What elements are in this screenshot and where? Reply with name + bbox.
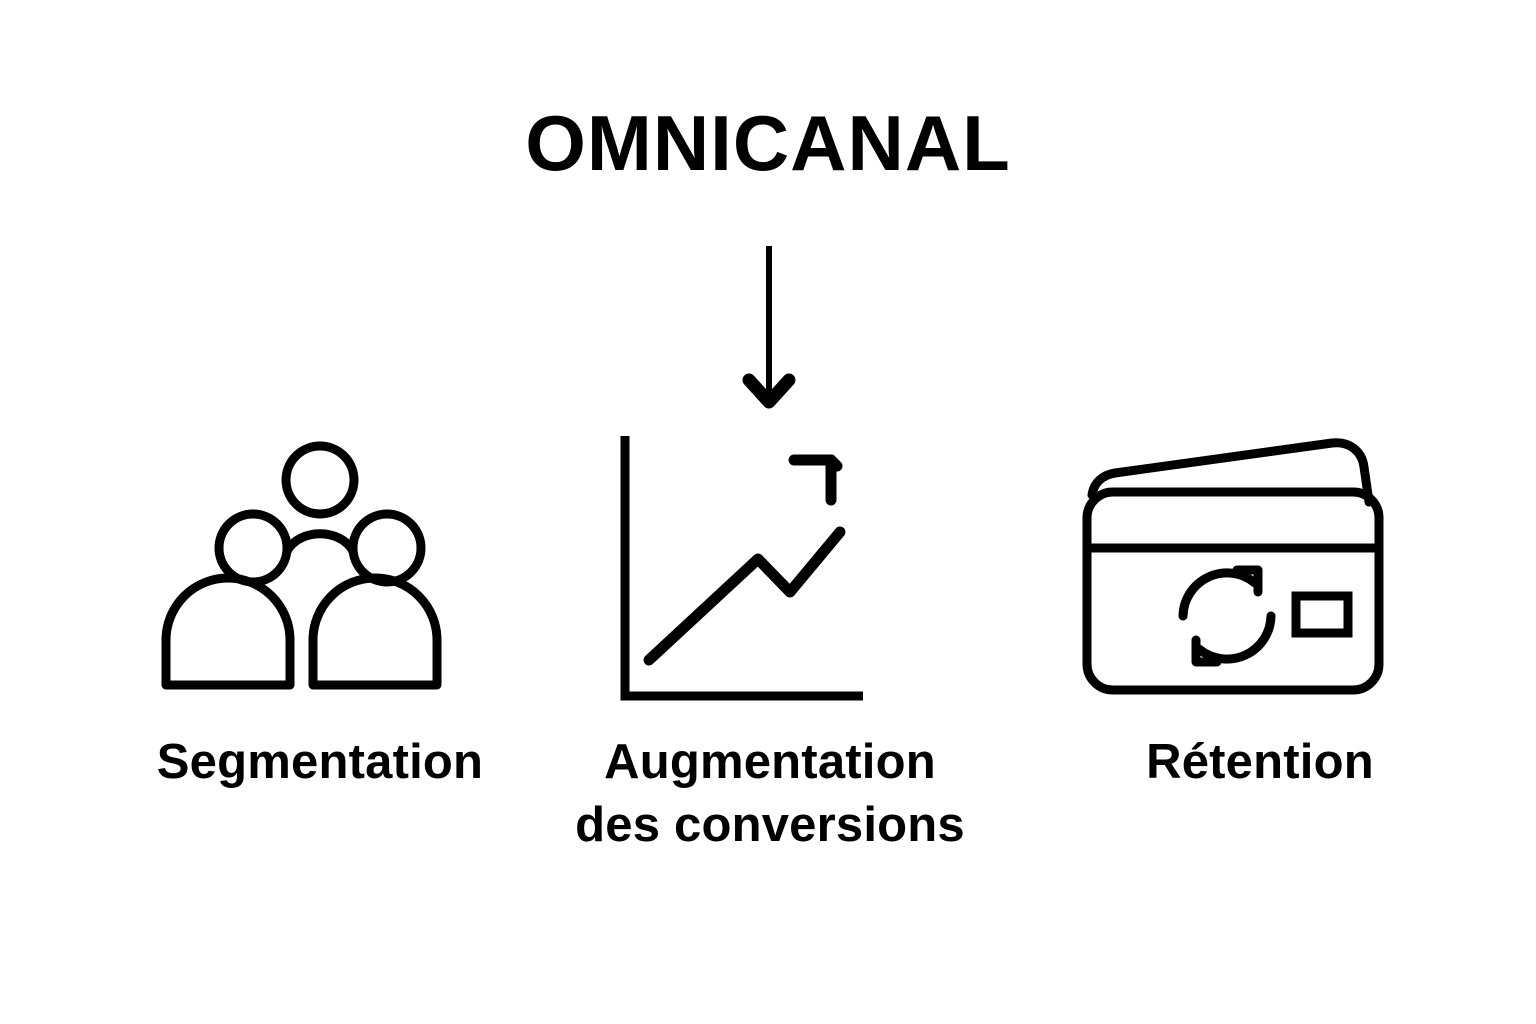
conversions-icon-area — [510, 420, 1030, 710]
feature-segmentation: Segmentation — [60, 420, 580, 794]
arrow-down-icon — [730, 240, 820, 415]
conversions-label-line-2: des conversions — [575, 797, 965, 852]
conversions-label: Augmentation des conversions — [510, 710, 1030, 856]
segmentation-icon-area — [60, 420, 580, 710]
retention-icon-area — [1000, 420, 1520, 710]
feature-retention: Rétention — [1000, 420, 1520, 794]
segmentation-label-line-1: Segmentation — [156, 735, 484, 789]
retention-label-line-1: Rétention — [1146, 735, 1374, 789]
growth-chart-icon — [575, 420, 925, 710]
feature-conversions: Augmentation des conversions — [510, 420, 1030, 856]
page-title: OMNICANAL — [525, 99, 1011, 187]
conversions-label-line-1: Augmentation — [604, 735, 936, 789]
segmentation-label: Segmentation — [60, 710, 580, 794]
retention-label: Rétention — [1000, 710, 1520, 794]
people-group-icon — [160, 420, 480, 700]
credit-card-refresh-icon — [1065, 420, 1405, 700]
